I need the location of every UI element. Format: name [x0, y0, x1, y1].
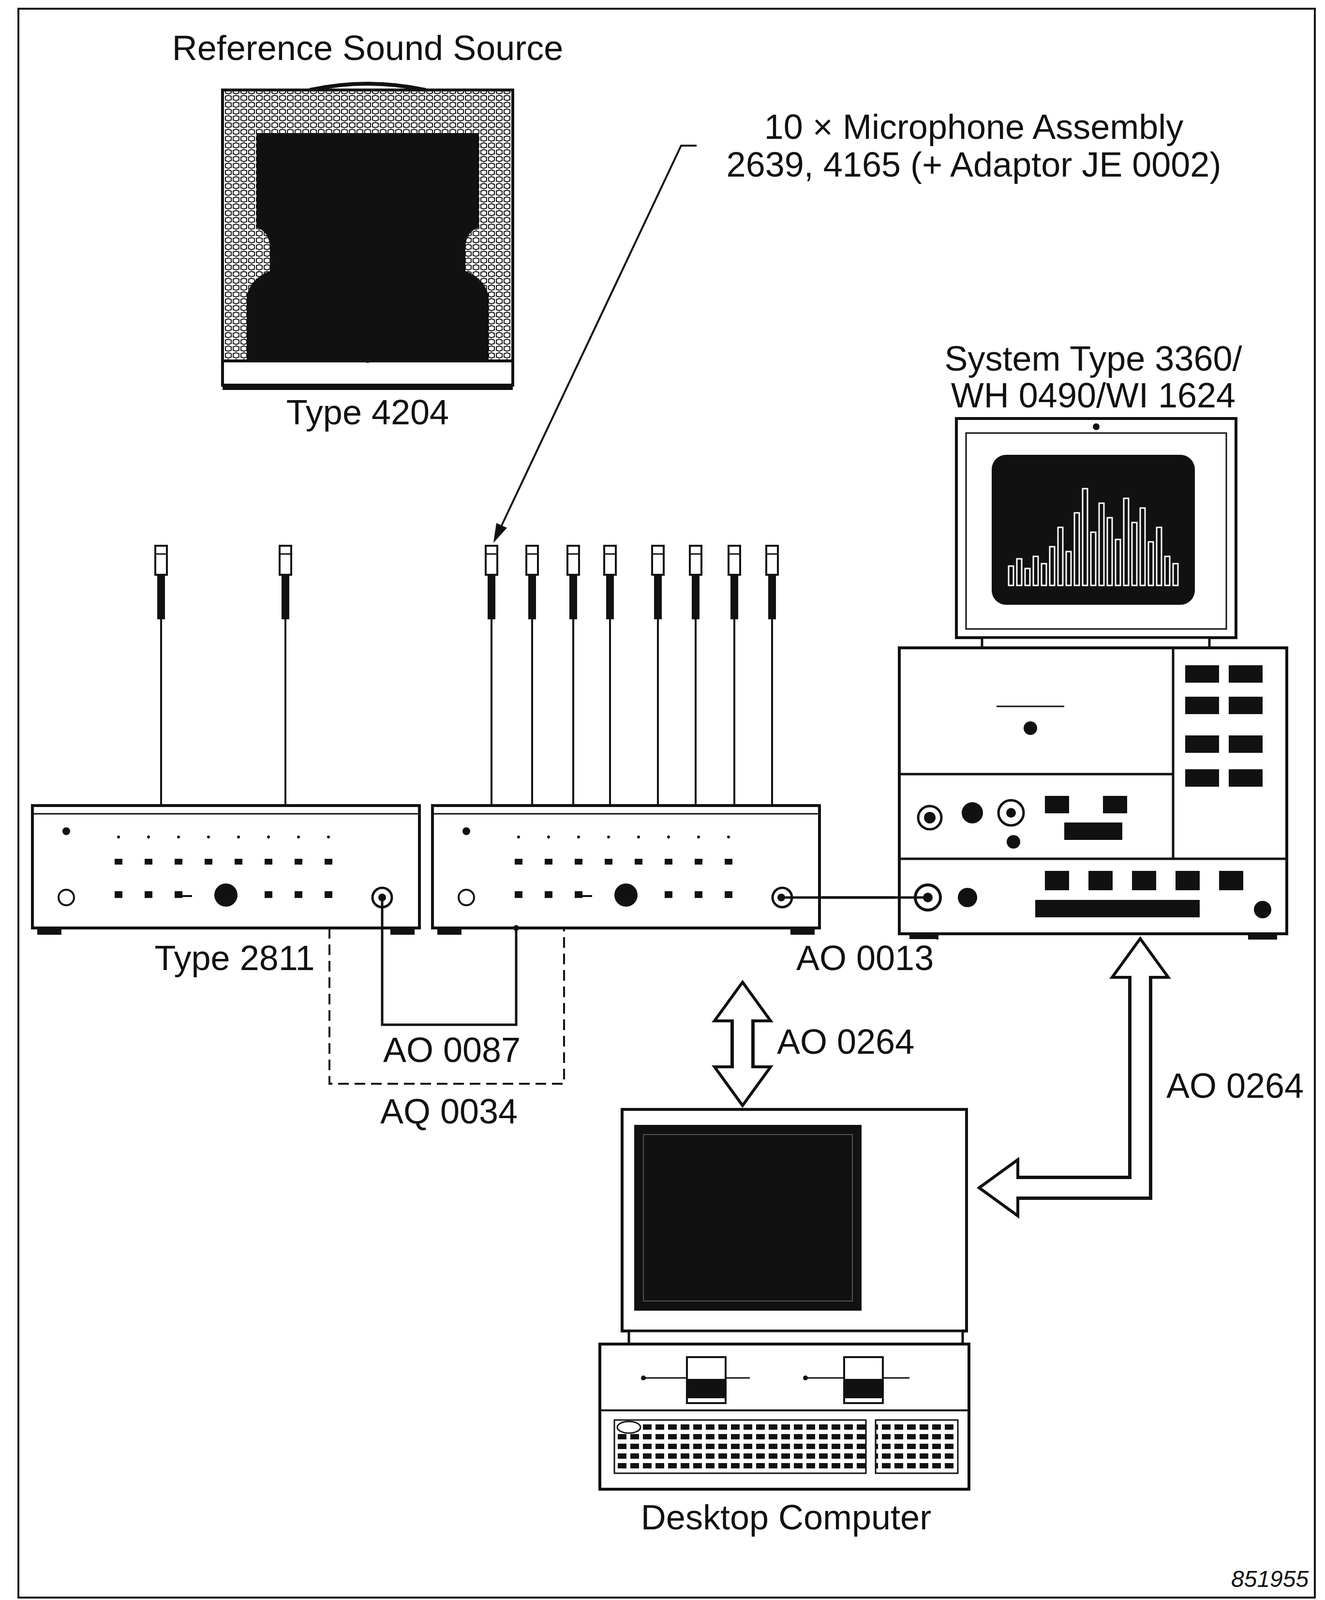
- connector: [714, 982, 771, 1106]
- connector: [979, 938, 1169, 1216]
- cable-stub: [781, 896, 823, 899]
- connector: [822, 897, 895, 898]
- arrowhead: [714, 982, 771, 1021]
- leader-line: [493, 145, 697, 543]
- cable-label: AO 0087: [383, 1030, 521, 1070]
- multiplexer-units: [32, 805, 820, 935]
- arrow-fill: [733, 1016, 752, 1071]
- arrow-outline: [1017, 977, 1141, 1188]
- arrowhead: [714, 1066, 771, 1106]
- cable-label: AO 0264: [774, 1022, 918, 1061]
- cable-aq0034: [329, 927, 565, 1084]
- callout-text: 10 × Microphone Assembly 2639, 4165 (+ A…: [707, 108, 1240, 184]
- figure-number: 851955: [1231, 1566, 1309, 1593]
- heading: Reference Sound Source: [154, 29, 581, 68]
- cable-stub: [822, 896, 928, 899]
- arrowhead: [1112, 938, 1169, 978]
- computer-drawing: [599, 1109, 969, 1489]
- model-label: Type 4204: [154, 393, 581, 432]
- cable-label: AO 0264: [1163, 1066, 1307, 1105]
- desktop-computer: Desktop Computer: [595, 1105, 980, 1541]
- sound-source-drawing: [222, 83, 513, 390]
- multiplexer-pair: Type 2811: [29, 803, 823, 983]
- frame: [18, 8, 1315, 1598]
- arrowhead: [979, 1159, 1018, 1216]
- sound-source: Reference Sound SourceType 4204: [154, 29, 583, 441]
- device-label: Desktop Computer: [595, 1498, 978, 1537]
- model-label: Type 2811: [145, 938, 325, 978]
- cable-label: AQ 0034: [380, 1092, 518, 1131]
- cable-label: AO 0013: [793, 938, 937, 978]
- system-label: System Type 3360/ WH 0490/WI 1624: [919, 340, 1268, 414]
- cable-ao0087: [382, 897, 517, 1025]
- analyzer-system: System Type 3360/ WH 0490/WI 1624: [894, 333, 1292, 939]
- arrow-fill: [1013, 973, 1141, 1188]
- cable-line: [822, 896, 895, 899]
- analyzer-system-drawing: [899, 418, 1287, 940]
- cable-end: [378, 893, 387, 902]
- cable-end: [513, 924, 520, 931]
- microphone-assemblies: [155, 545, 778, 806]
